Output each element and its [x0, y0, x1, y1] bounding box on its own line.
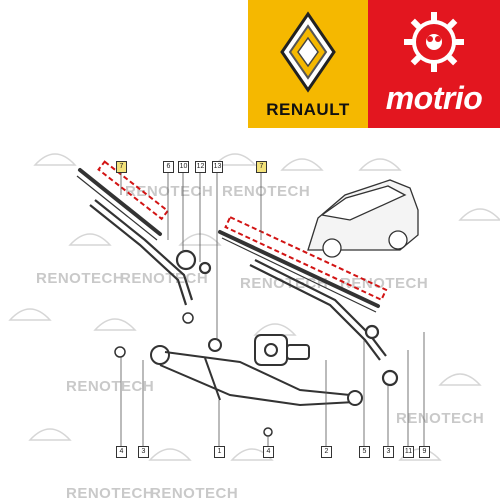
callout-washer-right: 9: [419, 446, 430, 458]
callout-spindle-cap: 10: [178, 161, 189, 173]
callout-blade-right: 7: [256, 161, 267, 173]
callout-motor: 2: [321, 446, 332, 458]
left-wiper-arm: [89, 199, 212, 306]
watermark-text: RENOTECH: [396, 410, 485, 427]
watermark-text: RENOTECH: [66, 485, 155, 502]
car-watermark-icon: [8, 153, 500, 461]
watermark-text: RENOTECH: [36, 270, 125, 287]
callout-washer: 12: [195, 161, 206, 173]
callout-nut-right: 11: [403, 446, 414, 458]
callout-linkage: 1: [214, 446, 225, 458]
motrio-gear-icon: [404, 12, 464, 72]
renault-diamond-icon: [280, 11, 336, 93]
callout-nut-cap: 6: [163, 161, 174, 173]
wiper-motor: [254, 334, 310, 366]
watermark-text: RENOTECH: [222, 183, 311, 200]
car-illustration: [307, 179, 419, 258]
fastener-parts: [114, 312, 273, 437]
callout-nut-left: 4: [116, 446, 127, 458]
wiper-linkage: [150, 338, 363, 407]
callout-grommet: 4: [263, 446, 274, 458]
watermark-text: RENOTECH: [66, 378, 155, 395]
watermark-text: RENOTECH: [150, 485, 239, 502]
callout-cap-left: 3: [138, 446, 149, 458]
right-wiper-arm: [249, 259, 399, 387]
callout-arm-right: 5: [359, 446, 370, 458]
callout-bolt: 13: [212, 161, 223, 173]
renault-wordmark: RENAULT: [266, 100, 350, 119]
watermark-text: RENOTECH: [240, 275, 329, 292]
motrio-logo: motrio: [368, 0, 500, 128]
callout-arm-left: 7: [116, 161, 127, 173]
left-wiper-blade: [76, 160, 170, 241]
renault-logo: RENAULT: [248, 0, 368, 128]
motrio-wordmark: motrio: [385, 80, 483, 116]
right-wiper-blade: [218, 215, 388, 313]
watermark-text: RENOTECH: [125, 183, 214, 200]
callout-cap-right: 3: [383, 446, 394, 458]
